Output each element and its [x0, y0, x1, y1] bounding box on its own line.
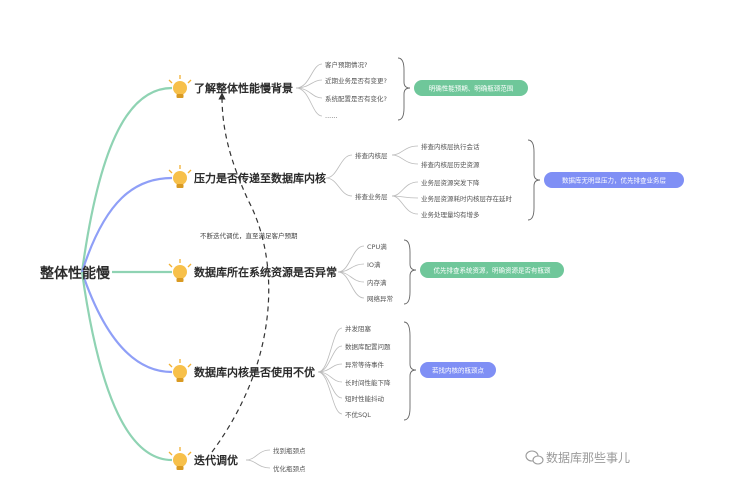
brace-1 — [397, 57, 411, 121]
lightbulb-icon — [168, 75, 192, 98]
branch-2-label: 压力是否传递至数据库内核 — [194, 171, 326, 185]
root-label: 整体性能慢 — [39, 265, 111, 282]
loop-arrow — [211, 92, 270, 453]
leaf-4-6: 不优SQL — [345, 410, 371, 419]
leaf-4-5: 短时性能抖动 — [345, 394, 385, 403]
leaf-3-1: CPU满 — [367, 242, 387, 251]
leaf-4-2: 数据库配置问题 — [345, 342, 391, 351]
branch-5-label: 迭代调优 — [194, 453, 238, 467]
leaf-2-2-2: 业务层资源耗时内核层存在延时 — [421, 194, 513, 203]
summary-2-pill — [544, 172, 684, 188]
leaf-3-2: IO满 — [367, 260, 381, 269]
leaf-3-3: 内存满 — [367, 278, 387, 287]
connector-5 — [80, 271, 173, 462]
group-2-1-label: 排查内核层 — [355, 151, 388, 160]
branch-4-leaves — [317, 327, 343, 415]
group-2-2-label: 排查业务层 — [355, 192, 388, 201]
branch-1-label: 了解整体性能慢背景 — [194, 81, 293, 95]
bulb-icons — [168, 75, 192, 470]
leaf-5-1: 找到瓶颈点 — [273, 446, 306, 455]
summary-1-pill — [414, 80, 528, 96]
loop-note: 不断迭代调优，直至满足客户预期 — [200, 231, 298, 240]
brace-2 — [527, 139, 541, 221]
leaf-3-4: 网络异常 — [367, 294, 393, 303]
leaf-4-3: 异常等待事件 — [345, 360, 385, 369]
leaf-1-2: 近期业务是否有变更? — [325, 76, 387, 85]
summary-4-text: 若找内核的瓶颈点 — [432, 366, 485, 375]
branch-1-leaves — [295, 63, 323, 117]
watermark-text: 数据库那些事儿 — [546, 450, 630, 465]
lightbulb-icon — [168, 259, 192, 282]
branch-5-leaves — [245, 449, 271, 469]
leaf-4-1: 并发阻塞 — [345, 324, 372, 333]
brace-3 — [403, 239, 417, 305]
leaf-2-2-1: 业务层资源突发下降 — [421, 178, 480, 187]
connector-2 — [80, 176, 173, 273]
connector-4 — [80, 271, 173, 374]
lightbulb-icon — [168, 447, 192, 470]
connector-1 — [80, 86, 173, 273]
lightbulb-icon — [168, 165, 192, 188]
summary-4-pill — [420, 362, 496, 378]
branch-3-leaves — [337, 245, 365, 299]
brace-4 — [403, 321, 417, 421]
summary-2-text: 数据库无明显压力，优先排查业务层 — [562, 176, 667, 185]
leaf-2-2-3: 业务处理量均有增多 — [421, 210, 480, 219]
leaf-1-4: ...... — [325, 112, 337, 120]
leaf-2-1-1: 排查内核层执行会话 — [421, 142, 480, 151]
wechat-icon — [525, 450, 544, 465]
leaf-1-1: 客户预期情况? — [325, 60, 367, 69]
root-connectors — [80, 86, 173, 462]
leaf-5-2: 优化瓶颈点 — [273, 464, 306, 473]
leaf-1-3: 系统配置是否有变化? — [325, 94, 387, 103]
lightbulb-icon — [168, 359, 192, 382]
branch-2-groups — [325, 145, 419, 215]
summary-3-text: 优先排查系统资源，明确资源是否有瓶颈 — [434, 266, 552, 275]
branch-3-label: 数据库所在系统资源是否异常 — [194, 265, 337, 279]
leaf-4-4: 长时间性能下降 — [345, 378, 391, 387]
leaf-2-1-2: 排查内核层历史资源 — [421, 160, 480, 169]
summary-1-text: 明确性能预期、明确瓶颈范围 — [429, 84, 514, 93]
summary-3-pill — [420, 262, 564, 278]
watermark: 数据库那些事儿 — [525, 450, 630, 465]
